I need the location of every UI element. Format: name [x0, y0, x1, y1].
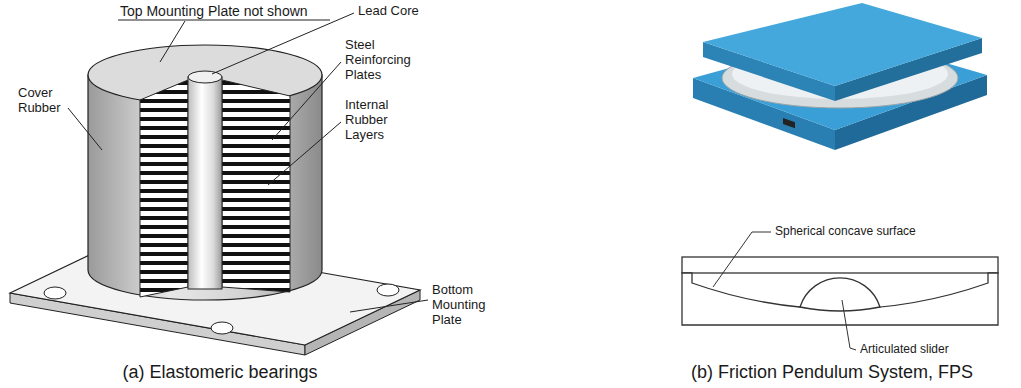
leader-line: [350, 300, 428, 312]
slider-section: [800, 278, 880, 311]
leader-line: [268, 122, 341, 185]
subfigure-caption: (a) Elastomeric bearings: [122, 362, 317, 383]
name-tag: [783, 118, 795, 128]
underline: [118, 20, 330, 21]
concave-plate-section: [682, 273, 998, 325]
part-label: Lead Core: [358, 4, 419, 19]
part-label: Bottom Mounting Plate: [432, 283, 485, 328]
part-label: Spherical concave surface: [775, 225, 916, 239]
elastomeric-bearing: [10, 13, 428, 355]
leader-line: [713, 232, 771, 287]
leader-line: [272, 62, 341, 140]
bolt-hole: [211, 322, 233, 334]
lead-core-top: [188, 71, 222, 83]
fps-section: [682, 232, 998, 350]
top-plate-top: [703, 3, 982, 86]
part-label: Cover Rubber: [18, 86, 61, 116]
leader-line: [68, 108, 102, 150]
part-label: Articulated slider: [860, 343, 949, 357]
lead-core: [188, 77, 222, 289]
cut-face-layers: [140, 80, 188, 297]
fps-bearing-render: [693, 3, 987, 150]
leader-line: [160, 21, 185, 62]
bolt-hole: [377, 284, 399, 296]
leader-line: [842, 300, 856, 350]
part-label: Steel Reinforcing Plates: [345, 38, 411, 83]
leader-lines: [713, 232, 856, 350]
bolt-hole: [44, 287, 66, 299]
note-label: Top Mounting Plate not shown: [120, 3, 308, 19]
leader-line: [212, 13, 354, 74]
top-plate-section: [682, 257, 998, 273]
leader-lines: [68, 13, 428, 312]
cover-rubber-body: [88, 75, 322, 300]
part-label: Internal Rubber Layers: [345, 98, 388, 143]
subfigure-caption: (b) Friction Pendulum System, FPS: [691, 362, 973, 383]
cut-face-layers: [222, 80, 290, 292]
